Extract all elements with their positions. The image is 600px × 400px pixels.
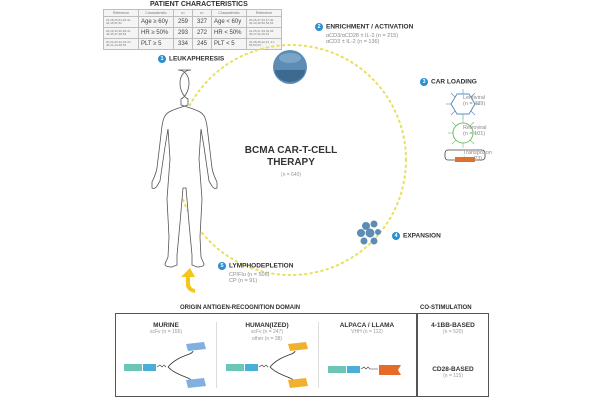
cycle-path — [175, 44, 407, 276]
step-number-badge: 2 — [315, 23, 323, 31]
vector-count: (n = 23) — [463, 156, 483, 162]
vector-count: (n = 489) — [463, 101, 486, 107]
costimulation-panel: 4-1BB-BASED (n = 520) CD28-BASED (n = 11… — [417, 313, 489, 397]
step-number-badge: 3 — [420, 78, 428, 86]
car-loading-retroviral: Retroviral (n = 101) — [463, 125, 487, 137]
column-title: ALPACA / LLAMA — [339, 322, 395, 329]
lentivirus-icon — [446, 89, 480, 119]
vector-name: Transposon — [463, 150, 492, 156]
car-construct-diagrams — [124, 342, 401, 388]
table-row: 24,28,29,34,36-41, 44,45,51,52 Age ≥ 60y… — [103, 16, 282, 28]
antigen-domain-title: ORIGIN ANTIGEN-RECOGNITION DOMAIN — [180, 305, 301, 311]
table-row: 20,24-29,32,34-37, 40,41,44-48,53 PLT ≥ … — [103, 38, 282, 50]
step-number-badge: 4 — [392, 232, 400, 240]
costimulation-title: CO-STIMULATION — [420, 305, 472, 311]
car-loading-transposon: Transposon (n = 23) — [463, 150, 492, 162]
lymphodepletion-arrow-icon — [181, 268, 195, 293]
step-number-badge: 1 — [158, 55, 166, 63]
murine-column: MURINE scFv (n = 156) — [116, 314, 216, 396]
column-detail: scFv (n = 247) — [250, 329, 284, 335]
step-title: LYMPHODEPLETION — [229, 262, 294, 270]
center-count: (n = 640) — [280, 172, 302, 178]
vector-name: Retroviral — [463, 125, 487, 131]
patient-characteristics-table: Reference Characteristic n= n= Character… — [103, 9, 282, 50]
lymphodepletion-detail: CP/Flu (n = 506) — [229, 272, 270, 278]
expansion-cells-icon — [357, 220, 381, 245]
enrichment-bead-icon — [273, 50, 307, 84]
costim-cd28-title: CD28-BASED — [432, 365, 474, 373]
patient-characteristics-title: PATIENT CHARACTERISTICS — [150, 1, 248, 8]
column-title: MURINE — [153, 322, 179, 329]
alpaca-column: ALPACA / LLAMA VHH (n = 112) — [318, 314, 416, 396]
human-body-icon — [151, 69, 218, 268]
transposon-icon — [444, 149, 486, 162]
center-title-line1: BCMA CAR-T-CELL — [244, 145, 338, 156]
center-title-line2: THERAPY — [267, 157, 315, 168]
column-detail: other (n = 38) — [251, 335, 283, 342]
center-title: BCMA CAR-T-CELL THERAPY — [236, 145, 346, 169]
step-title: LEUKAPHERESIS — [169, 55, 225, 63]
retrovirus-icon — [448, 118, 478, 148]
murine-car-construct-icon — [124, 342, 206, 388]
column-title: HUMAN(IZED) — [245, 322, 289, 329]
step-title: ENRICHMENT / ACTIVATION — [326, 23, 414, 31]
vector-name: Lentiviral — [463, 95, 486, 101]
enrichment-detail: αCD3/αCD28 ± IL-2 (n = 215) — [326, 33, 399, 39]
human-car-construct-icon — [226, 342, 308, 388]
antigen-domain-panel: MURINE scFv (n = 156) HUMAN(IZED) scFv (… — [115, 313, 417, 397]
costim-4-1bb-count: (n = 520) — [442, 329, 464, 335]
alpaca-car-construct-icon — [328, 365, 401, 375]
column-divider — [216, 322, 217, 388]
lymphodepletion-detail: CP (n = 91) — [229, 278, 258, 284]
vector-count: (n = 101) — [463, 131, 486, 137]
char-right: PLT < 5 — [211, 38, 247, 50]
costim-column: 4-1BB-BASED (n = 520) CD28-BASED (n = 11… — [418, 314, 488, 396]
human-column: HUMAN(IZED) scFv (n = 247) other (n = 38… — [216, 314, 318, 396]
column-detail: VHH (n = 112) — [351, 329, 383, 335]
car-loading-lentiviral: Lentiviral (n = 489) — [463, 95, 485, 107]
n-right: 245 — [192, 38, 212, 50]
costim-4-1bb-title: 4-1BB-BASED — [431, 322, 475, 329]
enrichment-detail: αCD3 ± IL-2 (n = 136) — [326, 39, 380, 45]
costim-cd28-count: (n = 115) — [443, 372, 463, 379]
column-divider — [318, 322, 319, 388]
step-title: CAR LOADING — [431, 78, 477, 86]
step-title: EXPANSION — [403, 232, 441, 240]
column-detail: scFv (n = 156) — [149, 329, 183, 335]
ref-left: 20,24-29,32,34-37, 40,41,44-48,53 — [103, 38, 139, 50]
step-number-badge: 5 — [218, 262, 226, 270]
